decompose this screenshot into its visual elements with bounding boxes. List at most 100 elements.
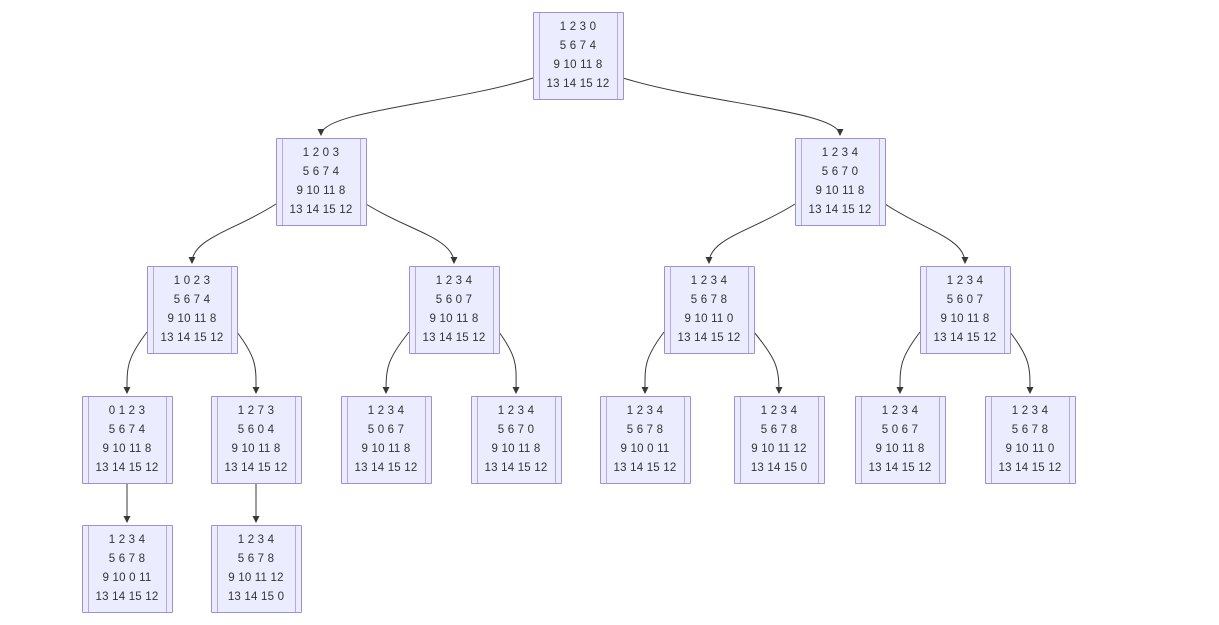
puzzle-row: 5 6 7 8 [690, 294, 728, 306]
double-border-line [1068, 397, 1070, 483]
double-border-line [990, 397, 992, 483]
double-border-line [294, 526, 296, 612]
double-border-line [346, 397, 348, 483]
puzzle-row: 13 14 15 0 [750, 462, 808, 474]
double-border-line [216, 397, 218, 483]
tree-edge [896, 331, 921, 395]
double-border-line [230, 267, 232, 353]
double-border-line [800, 139, 802, 225]
puzzle-row: 13 14 15 12 [868, 462, 932, 474]
double-border-line [860, 397, 862, 483]
puzzle-row: 13 14 15 12 [484, 462, 548, 474]
puzzle-row: 9 10 11 8 [102, 443, 152, 455]
double-border-line [152, 267, 154, 353]
puzzle-row: 13 14 15 12 [95, 462, 159, 474]
puzzle-row: 1 2 3 4 [760, 405, 798, 417]
puzzle-row: 5 6 7 4 [108, 424, 146, 436]
puzzle-row: 1 2 3 4 [626, 405, 664, 417]
tree-edge [705, 203, 796, 265]
puzzle-row: 9 10 0 11 [620, 443, 670, 455]
puzzle-row: 5 6 7 4 [173, 294, 211, 306]
puzzle-row: 5 6 7 0 [821, 166, 859, 178]
puzzle-row: 5 6 0 7 [946, 294, 984, 306]
tree-edge [365, 203, 458, 265]
puzzle-row: 9 10 11 8 [361, 443, 411, 455]
double-border-line [476, 397, 478, 483]
double-border-line [938, 397, 940, 483]
puzzle-row: 1 2 3 4 [946, 275, 984, 287]
double-border-line [878, 139, 880, 225]
puzzle-row: 9 10 11 8 [875, 443, 925, 455]
puzzle-row: 13 14 15 12 [546, 78, 610, 90]
puzzle-row: 1 2 3 4 [237, 534, 275, 546]
tree-edge [1009, 331, 1034, 395]
puzzle-row: 1 2 3 4 [881, 405, 919, 417]
puzzle-row: 13 14 15 12 [224, 462, 288, 474]
puzzle-row: 1 2 3 0 [559, 21, 597, 33]
double-border-line [87, 526, 89, 612]
tree-edge [188, 203, 277, 265]
puzzle-row: 1 2 0 3 [302, 147, 340, 159]
double-border-line [359, 139, 361, 225]
double-border-line [605, 397, 607, 483]
double-border-line [554, 397, 556, 483]
puzzle-row: 5 6 7 4 [559, 40, 597, 52]
puzzle-grid: 0 1 2 3 5 6 7 4 9 10 11 8 13 14 15 12 [90, 399, 165, 481]
puzzle-row: 0 1 2 3 [108, 405, 146, 417]
puzzle-row: 5 0 6 7 [367, 424, 405, 436]
puzzle-row: 9 10 0 11 [102, 572, 152, 584]
tree-edge [498, 331, 520, 395]
double-border-line [538, 13, 540, 99]
puzzle-row: 13 14 15 12 [354, 462, 418, 474]
double-border-line [414, 267, 416, 353]
puzzle-row: 13 14 15 12 [289, 204, 353, 216]
puzzle-row: 9 10 11 8 [553, 59, 603, 71]
puzzle-row: 9 10 11 12 [228, 572, 284, 584]
puzzle-row: 5 0 6 7 [881, 424, 919, 436]
double-border-line [817, 397, 819, 483]
puzzle-row: 1 2 7 3 [237, 405, 275, 417]
tree-edge [622, 77, 844, 137]
double-border-line [165, 397, 167, 483]
puzzle-row: 5 6 7 8 [237, 553, 275, 565]
double-border-line [747, 267, 749, 353]
double-border-line [669, 267, 671, 353]
double-border-line [739, 397, 741, 483]
tree-edge [236, 331, 260, 395]
puzzle-row: 5 6 7 8 [108, 553, 146, 565]
puzzle-row: 9 10 11 12 [751, 443, 807, 455]
tree-edge [382, 331, 410, 395]
puzzle-node: 0 1 2 3 5 6 7 4 9 10 11 8 13 14 15 12 [81, 396, 173, 484]
puzzle-row: 1 2 3 4 [435, 275, 473, 287]
double-border-line [294, 397, 296, 483]
puzzle-row: 5 6 7 8 [626, 424, 664, 436]
puzzle-row: 5 6 0 4 [237, 424, 275, 436]
double-border-line [925, 267, 927, 353]
puzzle-row: 13 14 15 12 [160, 332, 224, 344]
puzzle-row: 1 2 3 4 [821, 147, 859, 159]
puzzle-row: 5 6 7 4 [302, 166, 340, 178]
puzzle-row: 13 14 15 12 [808, 204, 872, 216]
puzzle-row: 1 2 3 4 [1011, 405, 1049, 417]
puzzle-node: 1 2 3 4 5 0 6 7 9 10 11 8 13 14 15 12 [854, 396, 946, 484]
